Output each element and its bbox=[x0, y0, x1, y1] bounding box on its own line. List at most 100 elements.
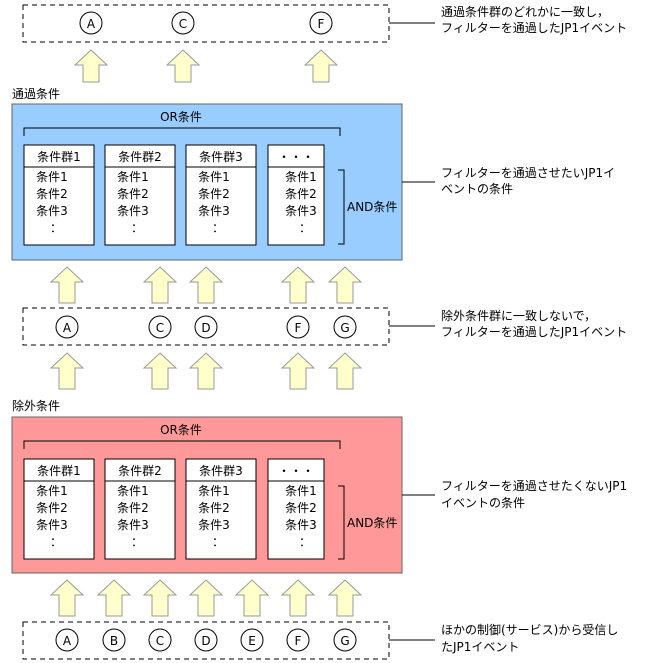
exclude-description-line2: イベントの条件 bbox=[441, 496, 525, 510]
middle-output-row: A C D F G 除外条件群に一致しないで， フィルターを通過したJP1イベン… bbox=[22, 307, 627, 346]
condition-item: 条件3 bbox=[285, 518, 317, 532]
exclude-description-line1: フィルターを通過させたくないJP1 bbox=[441, 479, 627, 493]
event-node: F bbox=[309, 11, 333, 35]
event-node: A bbox=[79, 11, 103, 35]
condition-item: 条件2 bbox=[36, 501, 68, 515]
up-arrow bbox=[73, 49, 109, 83]
condition-item: 条件3 bbox=[117, 518, 149, 532]
group-header: ・・・ bbox=[278, 464, 314, 478]
condition-ellipsis: ： bbox=[131, 221, 143, 235]
condition-item: 条件3 bbox=[285, 204, 317, 218]
input-box bbox=[22, 621, 390, 660]
svg-text:G: G bbox=[340, 321, 349, 335]
and-label: AND条件 bbox=[347, 516, 397, 530]
condition-group-more: ・・・ 条件1 条件2 条件3 ： bbox=[267, 144, 325, 246]
condition-item: 条件1 bbox=[285, 484, 317, 498]
condition-item: 条件3 bbox=[36, 518, 68, 532]
condition-ellipsis: ： bbox=[299, 535, 311, 549]
condition-ellipsis: ： bbox=[212, 535, 224, 549]
event-node: D bbox=[194, 628, 218, 652]
input-description-line2: たJP1イベント bbox=[441, 640, 519, 654]
condition-group-3: 条件群3 条件1 条件2 条件3 ： bbox=[185, 144, 257, 246]
condition-item: 条件2 bbox=[36, 187, 68, 201]
pass-description-line2: ベントの条件 bbox=[441, 182, 513, 196]
pass-section: OR条件 条件群1 条件1 条件2 条件3 ： 条件群2 条件1 条件2 条件3… bbox=[11, 103, 403, 261]
up-arrow bbox=[188, 579, 224, 617]
arrow-group-input bbox=[49, 579, 363, 617]
group-header: 条件群3 bbox=[199, 464, 243, 478]
up-arrow bbox=[96, 579, 132, 617]
event-node: C bbox=[171, 11, 195, 35]
svg-text:A: A bbox=[87, 17, 96, 31]
condition-item: 条件3 bbox=[198, 204, 230, 218]
event-node: C bbox=[148, 628, 172, 652]
group-header: 条件群2 bbox=[118, 150, 162, 164]
condition-group-2: 条件群2 条件1 条件2 条件3 ： bbox=[104, 144, 176, 246]
middle-output-description-line1: 除外条件群に一致しないで， bbox=[441, 308, 596, 323]
condition-group-1: 条件群1 条件1 条件2 条件3 ： bbox=[23, 458, 95, 560]
condition-item: 条件1 bbox=[36, 484, 68, 498]
up-arrow bbox=[327, 266, 363, 304]
pass-section-title: 通過条件 bbox=[12, 87, 60, 101]
condition-item: 条件2 bbox=[198, 187, 230, 201]
or-label: OR条件 bbox=[160, 423, 202, 437]
condition-ellipsis: ： bbox=[50, 535, 62, 549]
condition-item: 条件1 bbox=[285, 170, 317, 184]
group-header: 条件群1 bbox=[37, 150, 81, 164]
up-arrow bbox=[327, 352, 363, 390]
exclude-section: OR条件 条件群1 条件1 条件2 条件3 ： 条件群2 条件1 条件2 条件3… bbox=[11, 416, 403, 574]
condition-ellipsis: ： bbox=[131, 535, 143, 549]
up-arrow bbox=[280, 579, 316, 617]
event-node: C bbox=[148, 315, 172, 339]
condition-group-more: ・・・ 条件1 条件2 条件3 ： bbox=[267, 458, 325, 560]
condition-item: 条件1 bbox=[36, 170, 68, 184]
or-label: OR条件 bbox=[160, 110, 202, 124]
up-arrow bbox=[280, 352, 316, 390]
top-output-description-line2: フィルターを通過したJP1イベント bbox=[441, 21, 627, 35]
svg-text:C: C bbox=[156, 321, 164, 335]
condition-ellipsis: ： bbox=[212, 221, 224, 235]
arrow-group-pass bbox=[49, 266, 363, 304]
event-node: A bbox=[55, 315, 79, 339]
and-label: AND条件 bbox=[347, 200, 397, 214]
top-output-row: A C F 通過条件群のどれかに一致し， フィルターを通過したJP1イベント bbox=[22, 4, 627, 43]
condition-item: 条件3 bbox=[36, 204, 68, 218]
condition-item: 条件2 bbox=[117, 501, 149, 515]
condition-item: 条件2 bbox=[198, 501, 230, 515]
svg-text:E: E bbox=[248, 634, 256, 648]
input-description-line1: ほかの制御(サービス)から受信し bbox=[441, 622, 618, 637]
event-node: A bbox=[55, 628, 79, 652]
condition-ellipsis: ： bbox=[299, 221, 311, 235]
up-arrow bbox=[327, 579, 363, 617]
up-arrow bbox=[49, 352, 85, 390]
and-bracket bbox=[338, 169, 345, 245]
svg-text:F: F bbox=[295, 634, 302, 648]
svg-text:B: B bbox=[110, 634, 118, 648]
and-bracket bbox=[338, 485, 345, 560]
group-header: 条件群1 bbox=[37, 464, 81, 478]
event-node: F bbox=[286, 315, 310, 339]
group-header: 条件群3 bbox=[199, 150, 243, 164]
event-node: F bbox=[286, 628, 310, 652]
condition-group-2: 条件群2 条件1 条件2 条件3 ： bbox=[104, 458, 176, 560]
up-arrow bbox=[188, 352, 224, 390]
svg-text:C: C bbox=[156, 634, 164, 648]
arrow-group-top bbox=[73, 49, 339, 83]
event-node: G bbox=[333, 315, 357, 339]
or-bracket bbox=[23, 127, 341, 136]
group-header: 条件群2 bbox=[118, 464, 162, 478]
condition-item: 条件1 bbox=[117, 170, 149, 184]
condition-group-1: 条件群1 条件1 条件2 条件3 ： bbox=[23, 144, 95, 246]
up-arrow bbox=[188, 266, 224, 304]
top-output-description-line1: 通過条件群のどれかに一致し， bbox=[441, 5, 609, 19]
svg-text:D: D bbox=[201, 634, 210, 648]
condition-item: 条件1 bbox=[117, 484, 149, 498]
svg-text:A: A bbox=[63, 321, 72, 335]
up-arrow bbox=[142, 266, 178, 304]
middle-output-description-line2: フィルターを通過したJP1イベント bbox=[441, 325, 627, 339]
svg-text:A: A bbox=[63, 634, 72, 648]
svg-text:F: F bbox=[318, 17, 325, 31]
event-node: E bbox=[240, 628, 264, 652]
condition-item: 条件3 bbox=[117, 204, 149, 218]
